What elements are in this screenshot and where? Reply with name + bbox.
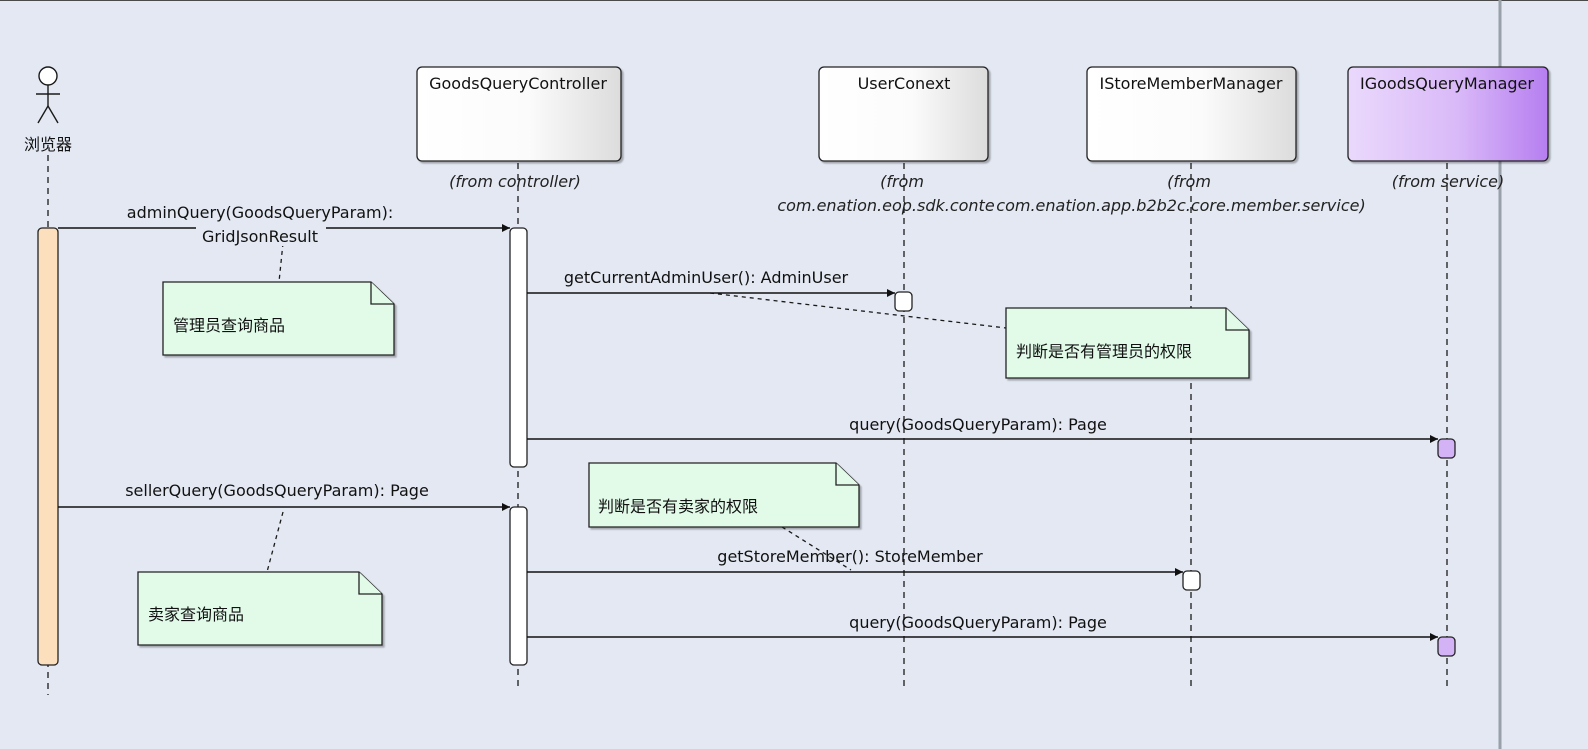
activation-store-member-manager bbox=[1182, 570, 1201, 591]
participant-name: GoodsQueryController bbox=[429, 74, 607, 93]
actor-browser[interactable] bbox=[36, 66, 60, 124]
participant-name: IStoreMemberManager bbox=[1100, 74, 1283, 93]
participant-user-conext[interactable]: UserConext bbox=[818, 66, 989, 162]
from-label-store-member-1: (from bbox=[1167, 172, 1211, 191]
message-query-1[interactable]: query(GoodsQueryParam): Page bbox=[527, 415, 1438, 443]
from-label-controller: (from controller) bbox=[449, 172, 581, 191]
note-seller-permission[interactable]: 判断是否有卖家的权限 bbox=[588, 462, 860, 528]
package-labels: (from controller) (from com.enation.eop.… bbox=[449, 172, 1504, 215]
message-label: query(GoodsQueryParam): Page bbox=[849, 415, 1107, 434]
participant-name: UserConext bbox=[858, 74, 951, 93]
note-admin-query[interactable]: 管理员查询商品 bbox=[162, 281, 395, 356]
message-label: GridJsonResult bbox=[202, 227, 318, 246]
message-label: getStoreMember(): StoreMember bbox=[717, 547, 983, 566]
from-label-store-member-2: com.enation.app.b2b2c.core.member.servic… bbox=[996, 196, 1365, 215]
message-label: adminQuery(GoodsQueryParam): bbox=[127, 203, 393, 222]
participant-igoods-query-manager[interactable]: IGoodsQueryManager bbox=[1347, 66, 1549, 162]
note-anchors bbox=[266, 242, 1007, 573]
activation-user-conext bbox=[894, 291, 913, 312]
message-label: query(GoodsQueryParam): Page bbox=[849, 613, 1107, 632]
message-get-store-member[interactable]: getStoreMember(): StoreMember bbox=[527, 547, 1183, 576]
activation-controller-admin bbox=[509, 227, 528, 468]
message-label: getCurrentAdminUser(): AdminUser bbox=[564, 268, 849, 287]
activation-goods-manager-1 bbox=[1437, 438, 1456, 459]
note-text: 判断是否有卖家的权限 bbox=[598, 497, 758, 516]
actor-label: 浏览器 bbox=[24, 135, 72, 154]
participant-name: IGoodsQueryManager bbox=[1360, 74, 1534, 93]
from-label-service: (from service) bbox=[1392, 172, 1504, 191]
from-label-user-conext-2: com.enation.eop.sdk.conte bbox=[777, 196, 995, 215]
activation-controller-seller bbox=[509, 506, 528, 666]
participant-goods-query-controller[interactable]: GoodsQueryController bbox=[416, 66, 622, 162]
message-query-2[interactable]: query(GoodsQueryParam): Page bbox=[527, 613, 1438, 641]
message-get-current-admin-user[interactable]: getCurrentAdminUser(): AdminUser bbox=[527, 268, 895, 297]
activation-browser bbox=[37, 227, 59, 666]
activation-goods-manager-2 bbox=[1437, 636, 1456, 657]
note-seller-query[interactable]: 卖家查询商品 bbox=[137, 571, 383, 646]
participant-istore-member-manager[interactable]: IStoreMemberManager bbox=[1086, 66, 1297, 162]
message-label: sellerQuery(GoodsQueryParam): Page bbox=[125, 481, 429, 500]
message-admin-query[interactable]: adminQuery(GoodsQueryParam): GridJsonRes… bbox=[58, 203, 510, 246]
note-text: 判断是否有管理员的权限 bbox=[1016, 342, 1192, 361]
note-text: 卖家查询商品 bbox=[148, 605, 244, 624]
from-label-user-conext-1: (from bbox=[880, 172, 924, 191]
message-seller-query[interactable]: sellerQuery(GoodsQueryParam): Page bbox=[58, 481, 510, 511]
note-admin-permission[interactable]: 判断是否有管理员的权限 bbox=[1005, 307, 1250, 379]
actor-head-icon bbox=[38, 66, 58, 86]
note-text: 管理员查询商品 bbox=[173, 316, 285, 335]
